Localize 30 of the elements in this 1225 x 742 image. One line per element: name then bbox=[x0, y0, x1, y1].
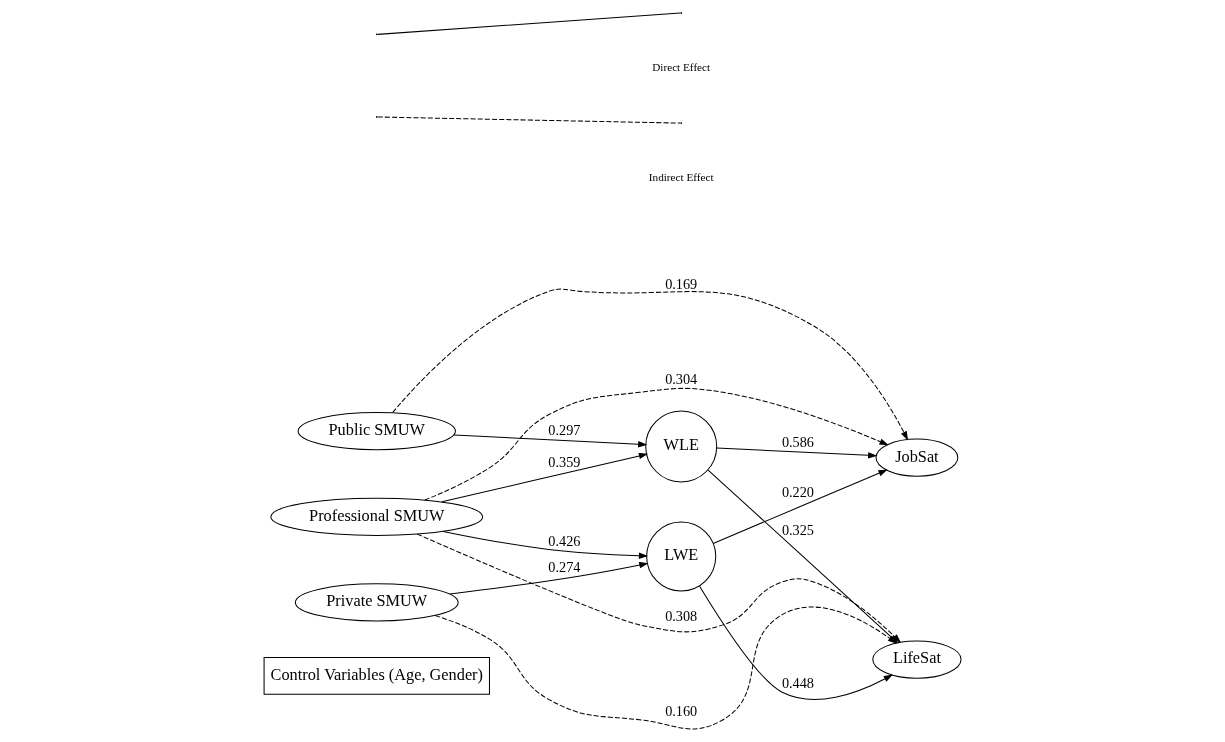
edge-label: 0.426 bbox=[548, 532, 581, 549]
node-ellipse: Private SMUW bbox=[294, 583, 459, 622]
node-ellipse: Professional SMUW bbox=[270, 497, 484, 536]
arrow bbox=[716, 447, 878, 459]
edge-label: 0.586 bbox=[781, 433, 815, 450]
arrow bbox=[424, 387, 889, 501]
edge-label: 0.297 bbox=[548, 422, 581, 439]
edge-label: 0.325 bbox=[781, 522, 815, 539]
edge-label: 0.169 bbox=[665, 275, 698, 292]
node-ellipse: Public SMUW bbox=[297, 411, 456, 451]
arrow bbox=[449, 561, 649, 595]
edge-label: 0.274 bbox=[548, 559, 581, 576]
arrow bbox=[392, 288, 909, 441]
edge-label: 0.448 bbox=[781, 675, 815, 692]
arrow bbox=[442, 530, 649, 559]
arrow bbox=[441, 452, 649, 503]
node-circle: LWE bbox=[646, 521, 717, 592]
legend-label: Direct Effect bbox=[652, 60, 711, 73]
arrow bbox=[699, 585, 893, 700]
node-box: Control Variables (Age, Gender) bbox=[263, 657, 490, 695]
edge-label: 0.359 bbox=[548, 454, 581, 470]
arrow bbox=[453, 434, 648, 448]
edge-label: 0.220 bbox=[781, 483, 815, 500]
edge-label: 0.160 bbox=[665, 702, 698, 719]
edge-label: 0.308 bbox=[665, 608, 698, 624]
legend-label: Indirect Effect bbox=[648, 171, 714, 184]
edge-label: 0.304 bbox=[665, 371, 698, 388]
node-ellipse: LifeSat bbox=[872, 640, 962, 679]
arrow bbox=[712, 469, 888, 544]
node-circle: WLE bbox=[645, 410, 718, 483]
